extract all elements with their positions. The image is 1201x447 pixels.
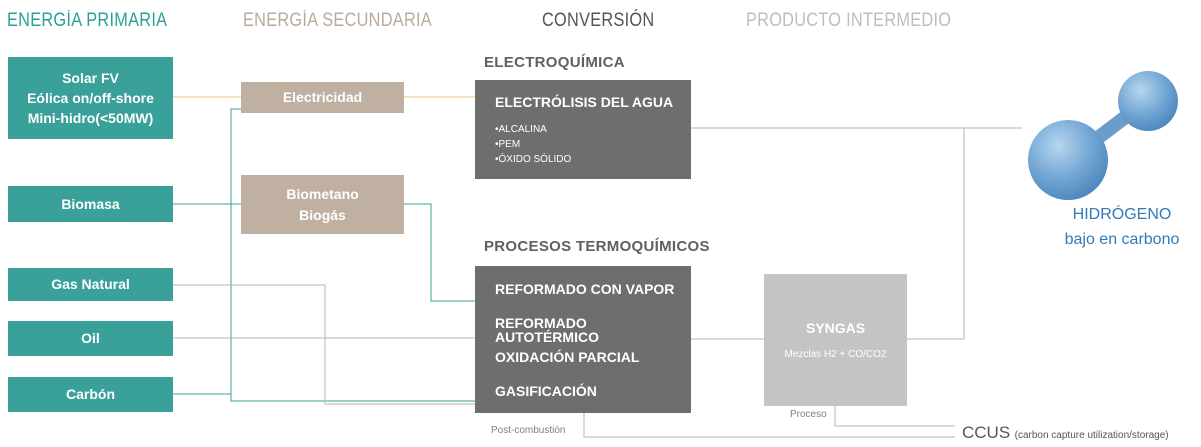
box-electricity: Electricidad [241,82,404,113]
electricity-label: Electricidad [282,89,363,106]
syngas-title: SYNGAS [805,320,866,337]
box-natural-gas: Gas Natural [8,268,173,301]
process-steam-reforming: REFORMADO CON VAPOR [495,281,675,297]
process-gasification: GASIFICACIÓN [495,383,597,399]
line-post-combustion-ccus [583,413,955,438]
line-syngas-hydrogen [907,128,965,340]
ccus-label: CCUS [962,423,1011,442]
process-label: Proceso [790,409,827,420]
hydrogen-subtitle: bajo en carbono [1064,230,1180,248]
section-electrochemical-title: ELECTROQUÍMICA [484,54,625,71]
electrolysis-alkaline: •ALCALINA [495,124,547,136]
header-conversion: CONVERSIÓN [542,10,655,31]
renewable-wind-label: Eólica on/off-shore [27,89,154,106]
biomass-label: Biomasa [61,195,120,212]
box-biomass: Biomasa [8,186,173,222]
natural-gas-label: Gas Natural [51,276,130,293]
electrolysis-pem: •PEM [495,139,521,151]
line-teal-spine [230,108,475,402]
electrolysis-title: ELECTRÓLISIS DEL AGUA [495,94,674,110]
hydrogen-label-group: HIDRÓGENO bajo en carbono [1052,203,1192,253]
ccus-detail: (carbon capture utilization/storage) [1014,430,1169,441]
electrolysis-solid-oxide: •ÓXIDO SÓLIDO [495,154,572,166]
section-thermochemical-title: PROCESOS TERMOQUÍMICOS [484,238,710,255]
hydrogen-title: HIDRÓGENO [1072,206,1172,223]
box-renewables: Solar FV Eólica on/off-shore Mini-hidro(… [8,57,173,139]
line-process-ccus [834,406,955,427]
biomethane-label: Biometano [286,186,359,203]
box-biomethane: Biometano Biogás [241,175,404,234]
biogas-label: Biogás [299,206,346,223]
renewable-solar-label: Solar FV [62,69,119,86]
header-secondary-energy: ENERGÍA SECUNDARIA [243,10,432,31]
process-autothermal-reforming: REFORMADO AUTOTÉRMICO [495,315,599,345]
syngas-subtitle: Mezclas H2 + CO/CO2 [784,348,887,360]
header-primary-energy: ENERGÍA PRIMARIA [7,10,168,31]
post-combustion-label: Post-combustión [491,425,566,436]
coal-label: Carbón [66,386,115,403]
hydrogen-molecule-icon [1028,71,1178,200]
line-biomethane-reformer [404,203,475,302]
ccus-label-group: CCUS (carbon capture utilization/storage… [962,423,1169,443]
box-coal: Carbón [8,377,173,412]
box-electrolysis: ELECTRÓLISIS DEL AGUA •ALCALINA •PEM •ÓX… [475,80,691,179]
box-oil: Oil [8,321,173,356]
box-thermochemical: REFORMADO CON VAPOR REFORMADO AUTOTÉRMIC… [475,266,691,413]
renewable-hydro-label: Mini-hidro(<50MW) [27,110,154,127]
oil-label: Oil [81,330,100,347]
line-gas-reformer [173,284,475,405]
box-syngas: SYNGAS Mezclas H2 + CO/CO2 [764,274,907,406]
process-partial-oxidation: OXIDACIÓN PARCIAL [495,349,640,365]
header-intermediate-product: PRODUCTO INTERMEDIO [746,10,952,31]
